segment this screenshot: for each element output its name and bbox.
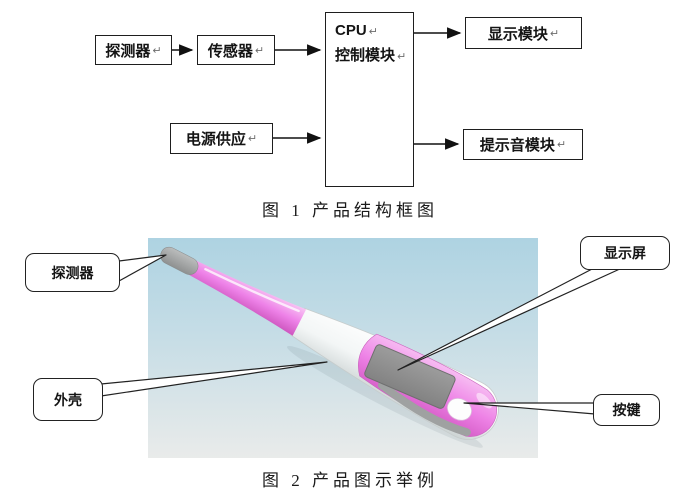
paragraph-mark: ↵ <box>247 132 258 145</box>
paragraph-mark: ↵ <box>152 43 162 57</box>
thermometer-base-strip <box>377 381 471 437</box>
callout-screen: 显示屏 <box>580 236 670 270</box>
stem-highlight <box>204 267 300 313</box>
figure2-caption: 图 2 产品图示举例 <box>262 471 438 490</box>
callout-shell: 外壳 <box>33 378 103 421</box>
block-cpu-label2: 控制模块 <box>335 47 396 64</box>
block-cpu: CPU↵ 控制模块↵ <box>325 12 414 187</box>
paragraph-mark: ↵ <box>397 50 407 63</box>
figure1-caption: 图 1 产品结构框图 <box>262 201 438 220</box>
thermometer-key <box>446 397 472 421</box>
block-display: 显示模块↵ <box>465 17 582 49</box>
callout-detector-label: 探测器 <box>51 264 94 281</box>
callout-shell-label: 外壳 <box>54 391 82 408</box>
thermometer-stem <box>189 260 307 336</box>
block-power: 电源供应↵ <box>170 123 273 154</box>
callout-button: 按键 <box>593 394 660 426</box>
block-sensor: 传感器↵ <box>197 35 275 65</box>
paragraph-mark: ↵ <box>254 43 265 57</box>
block-beeper-label: 提示音模块 <box>479 137 555 154</box>
block-cpu-line1: CPU↵ <box>335 19 378 44</box>
block-detector: 探测器↵ <box>95 35 172 65</box>
product-photo <box>100 238 623 458</box>
paragraph-mark: ↵ <box>368 25 378 38</box>
block-detector-label: 探测器 <box>105 42 151 60</box>
callout-button-label: 按键 <box>612 402 641 418</box>
figure1-arrows <box>172 27 462 150</box>
paragraph-mark: ↵ <box>556 138 567 151</box>
paragraph-mark: ↵ <box>549 26 560 40</box>
probe-tip <box>160 246 199 275</box>
block-display-label: 显示模块 <box>487 25 548 43</box>
callout-screen-label: 显示屏 <box>604 245 646 261</box>
block-cpu-label1: CPU <box>335 22 367 39</box>
block-cpu-line2: 控制模块↵ <box>335 44 406 69</box>
block-beeper: 提示音模块↵ <box>463 129 583 160</box>
callout-detector: 探测器 <box>25 253 120 292</box>
thermometer-illustration <box>160 246 499 448</box>
block-sensor-label: 传感器 <box>207 42 253 60</box>
block-power-label: 电源供应 <box>185 131 246 148</box>
